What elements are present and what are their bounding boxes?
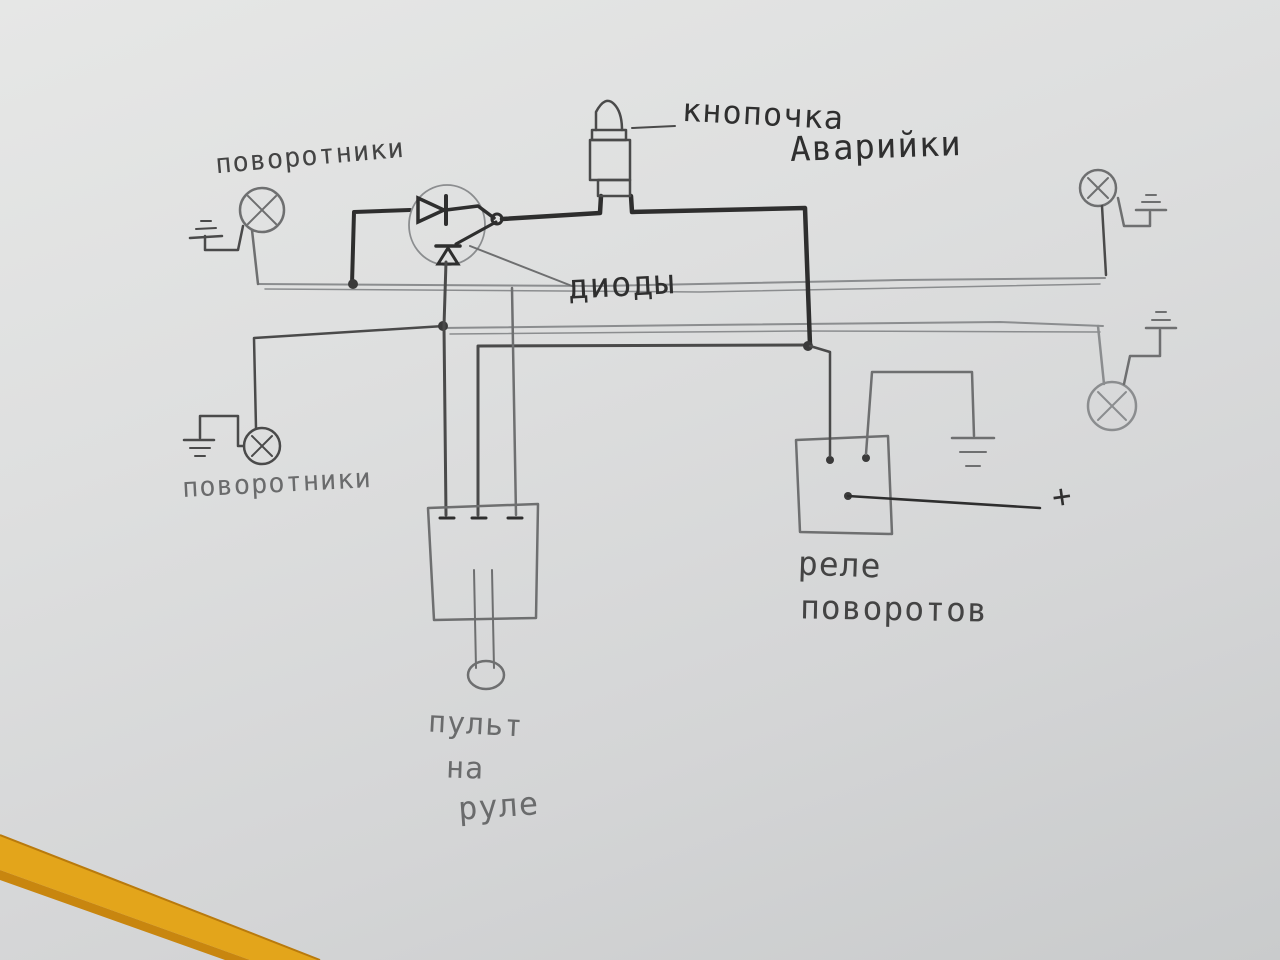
wire-ground-bl (198, 414, 246, 448)
wire-lamp-bl (252, 324, 446, 430)
handlebar-label-line2: на (445, 750, 485, 787)
relay-box (794, 434, 894, 536)
hazard-button-label-line2: Аварийки (789, 124, 963, 170)
lamp-icon (238, 186, 286, 234)
diode-icon (434, 220, 498, 266)
wire-switch-3 (510, 286, 518, 517)
switch-box (426, 502, 540, 691)
wire-relay-ground (864, 370, 976, 456)
ground-icon (1144, 311, 1178, 330)
ground-icon (182, 438, 216, 457)
wire-ground-tr (1116, 196, 1152, 228)
wire-switch-2 (476, 343, 810, 517)
wire-lamp-tr (1100, 204, 1108, 277)
junction-dot (348, 279, 358, 289)
bus-wire-lower (439, 321, 1104, 335)
diode-label-pointer (469, 245, 573, 287)
relay-label-line1: реле (797, 543, 883, 586)
ground-icon (1134, 194, 1168, 212)
wire-relay-in (808, 344, 832, 458)
wire-relay-plus (846, 494, 1042, 510)
handlebar-label-line3: руле (456, 784, 541, 828)
ground-icon (188, 220, 224, 240)
junction-dot (803, 341, 813, 351)
push-button-icon (588, 99, 676, 198)
lamp-icon (1086, 380, 1138, 432)
wire-to-button-left (499, 193, 604, 222)
lamp-icon (242, 426, 282, 466)
pencil-object (0, 834, 321, 960)
wire-lamp-br (1096, 324, 1106, 386)
wire-switch-1 (442, 260, 448, 517)
bus-wire-upper (257, 277, 1106, 293)
handlebar-label-line1: пульт (427, 704, 525, 745)
wire-lamp-tl (250, 228, 260, 286)
diode-icon (416, 194, 496, 226)
wire-left-bold (350, 208, 412, 286)
wire-ground-tl (203, 224, 245, 252)
wire-ground-br (1122, 328, 1162, 386)
plus-terminal-label: + (1049, 475, 1075, 517)
lamp-icon (1078, 168, 1118, 208)
ground-icon (950, 436, 996, 467)
relay-label-line2: поворотов (799, 587, 989, 630)
wire-to-relay (628, 193, 813, 348)
diodes-label: диоды (567, 262, 677, 308)
